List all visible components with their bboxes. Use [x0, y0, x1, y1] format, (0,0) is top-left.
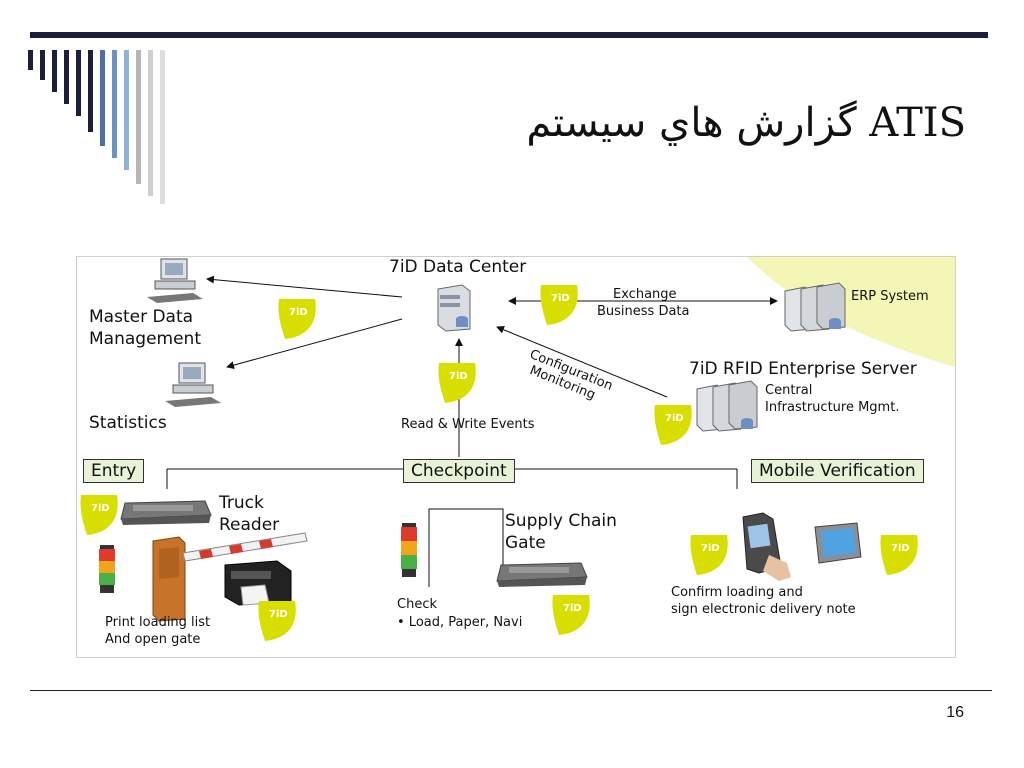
7id-badge: 7iD	[687, 531, 733, 577]
supply-chain-gate-label-line2: Gate	[505, 533, 546, 553]
badge-label: 7iD	[563, 603, 582, 614]
erp-label: ERP System	[851, 289, 929, 304]
corner-decoration	[747, 257, 955, 367]
server-icon	[696, 380, 758, 432]
signal-light-icon	[401, 523, 417, 577]
badge-label: 7iD	[289, 307, 308, 318]
badge-label: 7iD	[891, 543, 910, 554]
7id-badge: 7iD	[877, 531, 923, 577]
confirm-label-line1: Confirm loading and	[671, 585, 803, 600]
7id-badge: 7iD	[549, 591, 595, 637]
rfid-reader-icon	[120, 500, 212, 525]
rfid-reader-icon	[496, 562, 588, 587]
7id-badge: 7iD	[435, 359, 481, 405]
print-loading-label-line2: And open gate	[105, 632, 201, 647]
supply-chain-gate-label-line1: Supply Chain	[505, 511, 617, 531]
slide-title: گزارش هاي سيستم ATIS	[526, 100, 966, 146]
barrier-gate-icon	[152, 532, 308, 622]
badge-label: 7iD	[551, 293, 570, 304]
page-number: 16	[946, 704, 964, 721]
check-label: Check	[397, 597, 437, 612]
read-write-label: Read & Write Events	[401, 417, 535, 432]
server-icon	[784, 282, 846, 332]
tablet-device-icon	[814, 522, 862, 564]
diagram-frame: 7iD 7iD 7iD 7iD 7iD 7iD 7iD 7iD 7iD 7iD …	[76, 256, 956, 658]
7id-badge: 7iD	[537, 281, 583, 327]
7id-badge: 7iD	[275, 295, 321, 341]
7id-badge: 7iD	[255, 597, 301, 643]
exchange-label-line1: Exchange	[613, 287, 677, 302]
badge-label: 7iD	[269, 609, 288, 620]
server-icon	[437, 284, 471, 332]
computer-icon	[165, 362, 221, 407]
master-data-label-line1: Master Data	[89, 307, 194, 327]
data-center-label: 7iD Data Center	[389, 257, 527, 277]
print-loading-label-line1: Print loading list	[105, 615, 211, 630]
7id-badge: 7iD	[651, 401, 697, 447]
truck-reader-label-line1: Truck	[219, 493, 264, 513]
badge-label: 7iD	[665, 413, 684, 424]
signal-light-icon	[99, 545, 115, 593]
entry-box: Entry	[83, 459, 145, 483]
truck-reader-label-line2: Reader	[219, 515, 280, 535]
check-items-label: • Load, Paper, Navi	[397, 615, 523, 630]
central-infra-label-line2: Infrastructure Mgmt.	[765, 400, 900, 415]
decorative-stripes	[28, 50, 168, 210]
7id-badge: 7iD	[77, 491, 123, 537]
master-data-label-line2: Management	[89, 329, 201, 349]
statistics-label: Statistics	[89, 413, 167, 433]
title-bar	[30, 32, 988, 38]
badge-label: 7iD	[701, 543, 720, 554]
mobile-verification-box: Mobile Verification	[751, 459, 924, 483]
central-infra-label-line1: Central	[765, 383, 813, 398]
checkpoint-box: Checkpoint	[403, 459, 515, 483]
enterprise-server-label: 7iD RFID Enterprise Server	[689, 359, 917, 379]
badge-label: 7iD	[449, 371, 468, 382]
computer-icon	[147, 258, 203, 303]
exchange-label-line2: Business Data	[597, 304, 690, 319]
confirm-label-line2: sign electronic delivery note	[671, 602, 856, 617]
handheld-device-icon	[742, 512, 791, 581]
footer-divider	[30, 690, 992, 691]
badge-label: 7iD	[91, 503, 110, 514]
printer-icon	[224, 560, 292, 606]
